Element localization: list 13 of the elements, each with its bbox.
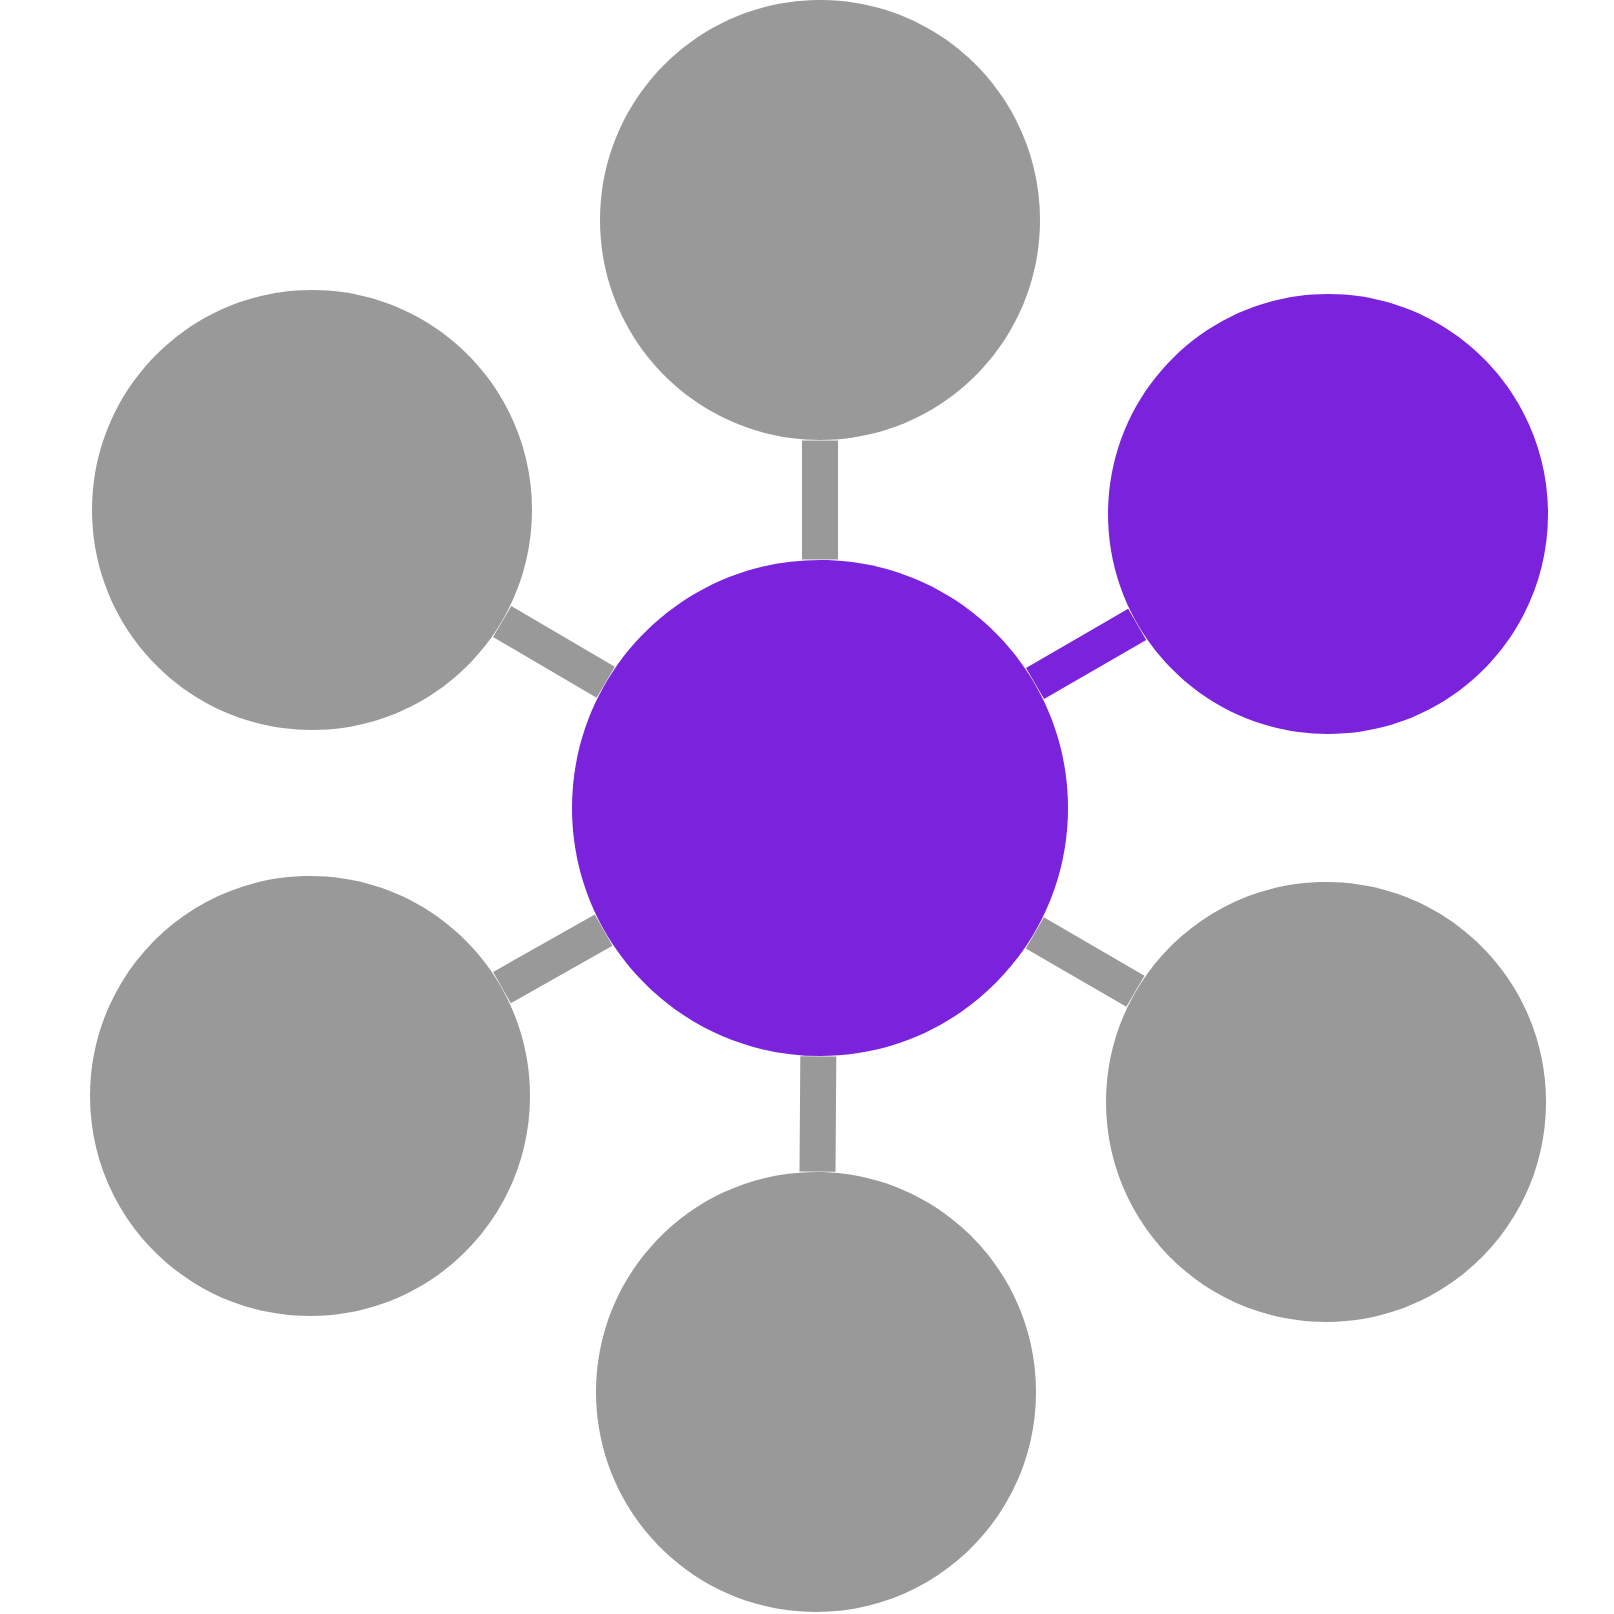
circle-node [596,1172,1036,1612]
connector-line [802,440,838,560]
circle-node [572,560,1068,1056]
circle-node [600,0,1040,440]
connector-line [493,606,615,698]
connector-line [1026,608,1147,700]
circle-node [92,290,532,730]
circle-node [90,876,530,1316]
connector-line [799,1056,837,1172]
connector-line [493,914,613,1004]
circle-node [1108,294,1548,734]
circle-node [1106,882,1546,1322]
connector-line [1025,917,1145,1007]
